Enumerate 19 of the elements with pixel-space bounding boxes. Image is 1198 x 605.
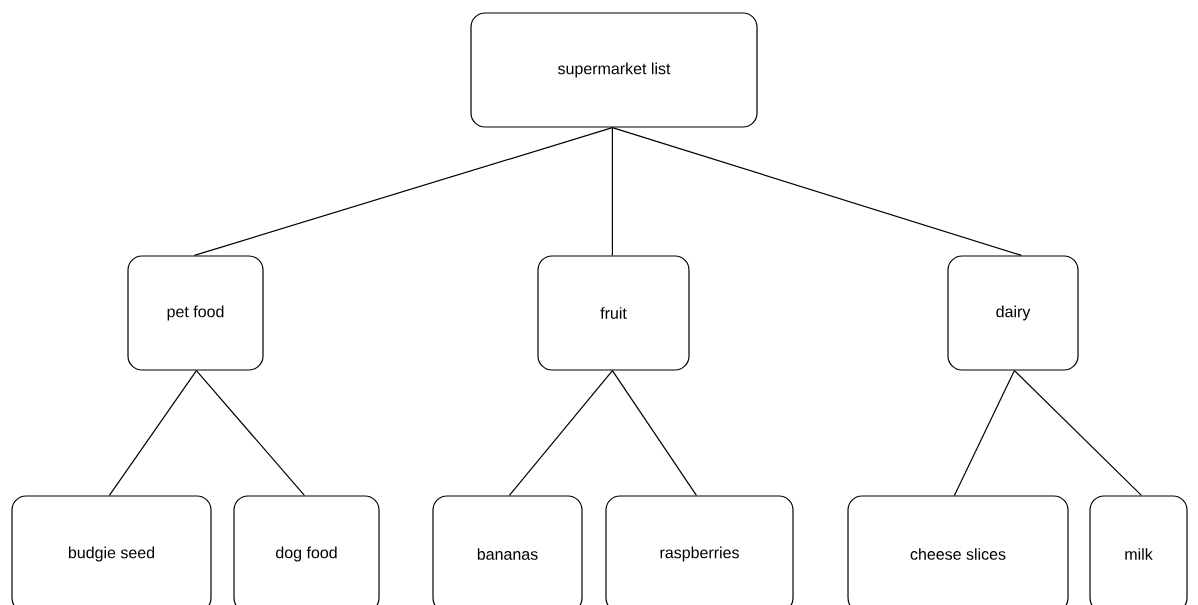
category-box: pet food — [127, 255, 264, 371]
category-box: fruit — [537, 255, 690, 371]
connector-line — [611, 127, 1022, 256]
connector-line — [953, 370, 1015, 496]
category-box: cheese slices — [847, 495, 1069, 605]
category-box: bananas — [432, 495, 583, 605]
connector-line — [108, 370, 197, 496]
category-box: budgie seed — [11, 495, 212, 605]
root-box: supermarket list — [470, 12, 758, 128]
category-box: dog food — [233, 495, 380, 605]
category-box: dairy — [947, 255, 1079, 371]
connector-line — [611, 127, 613, 256]
connector-line — [611, 370, 697, 496]
connector-line — [508, 370, 613, 496]
connector-line — [193, 127, 613, 256]
category-box: milk — [1089, 495, 1188, 605]
connector-line — [1013, 370, 1142, 496]
connector-line — [195, 370, 305, 496]
category-box: raspberries — [605, 495, 794, 605]
